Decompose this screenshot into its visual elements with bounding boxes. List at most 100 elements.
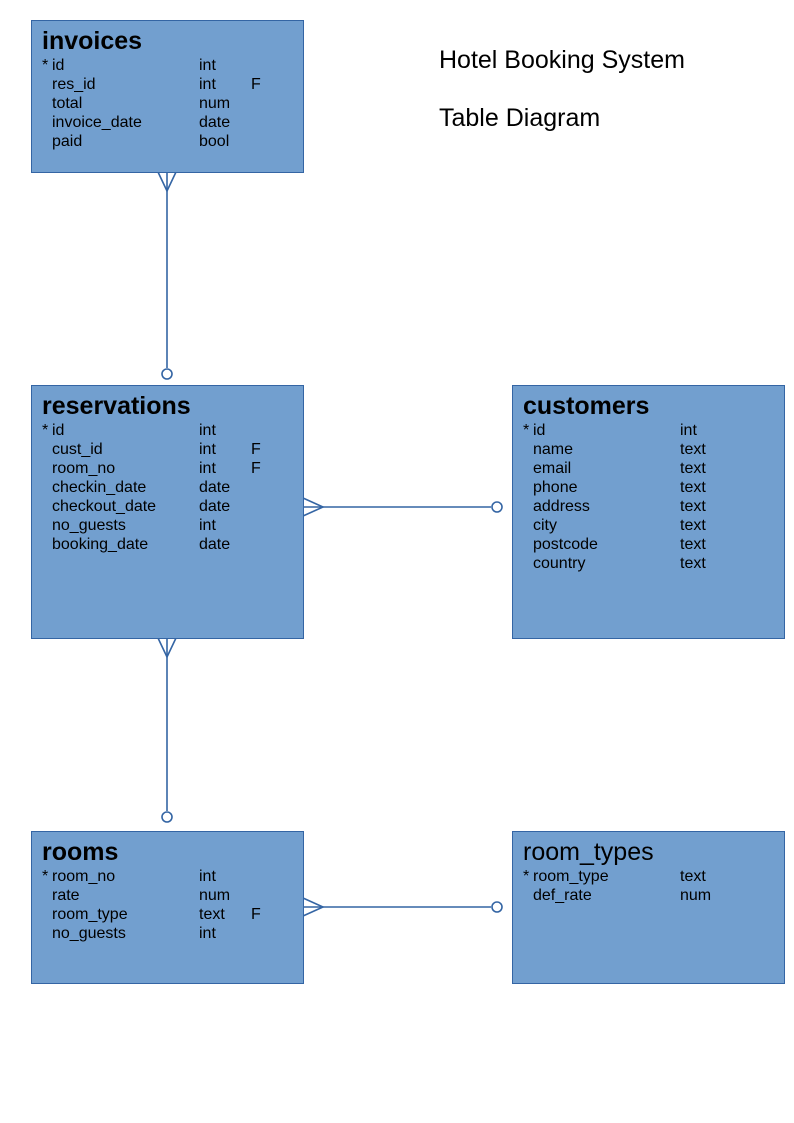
field-row: * room_type text xyxy=(523,867,763,886)
entity-title: reservations xyxy=(42,392,191,420)
entity-title: room_types xyxy=(523,838,654,866)
entity-title: customers xyxy=(523,392,650,420)
entity-title: rooms xyxy=(42,838,119,866)
field-type: int xyxy=(199,76,216,93)
field-type: int xyxy=(199,868,216,885)
field-row: total num xyxy=(42,94,282,113)
field-type: date xyxy=(199,114,231,131)
entity-customers[interactable]: customers * id int name text email text … xyxy=(512,385,785,639)
field-type: num xyxy=(199,95,231,112)
field-row: res_id int F xyxy=(42,75,282,94)
field-type: text xyxy=(199,906,225,923)
entity-rooms[interactable]: rooms * room_no int rate num room_type t… xyxy=(31,831,304,984)
field-type: bool xyxy=(199,133,230,150)
field-name: postcode xyxy=(533,536,598,553)
primary-key-marker: * xyxy=(42,868,49,885)
field-row: city text xyxy=(523,516,763,535)
field-type: int xyxy=(199,422,216,439)
field-row: invoice_date date xyxy=(42,113,282,132)
field-name: room_no xyxy=(52,460,116,477)
field-row: def_rate num xyxy=(523,886,763,905)
zero-or-one-marker xyxy=(491,901,503,913)
foreign-key-marker: F xyxy=(251,441,261,458)
field-type: num xyxy=(199,887,231,904)
field-row: cust_id int F xyxy=(42,440,282,459)
field-name: id xyxy=(533,422,546,439)
field-row: booking_date date xyxy=(42,535,282,554)
field-row: rate num xyxy=(42,886,282,905)
field-name: id xyxy=(52,57,65,74)
field-type: date xyxy=(199,479,231,496)
primary-key-marker: * xyxy=(523,422,530,439)
field-name: cust_id xyxy=(52,441,103,458)
field-type: int xyxy=(199,460,216,477)
field-type: text xyxy=(680,555,706,572)
field-name: res_id xyxy=(52,76,96,93)
field-name: name xyxy=(533,441,574,458)
field-type: int xyxy=(199,517,216,534)
field-row: room_type text F xyxy=(42,905,282,924)
field-type: date xyxy=(199,498,231,515)
field-row: checkout_date date xyxy=(42,497,282,516)
zero-or-one-marker xyxy=(161,811,173,823)
field-row: * id int xyxy=(42,421,282,440)
primary-key-marker: * xyxy=(42,422,49,439)
field-type: text xyxy=(680,498,706,515)
field-name: id xyxy=(52,422,65,439)
crows-foot-many xyxy=(157,171,177,193)
relationship-rooms-room-types xyxy=(302,897,503,917)
field-row: * id int xyxy=(523,421,763,440)
field-type: text xyxy=(680,460,706,477)
field-name: invoice_date xyxy=(52,114,142,131)
field-name: checkout_date xyxy=(52,498,157,515)
field-row: no_guests int xyxy=(42,516,282,535)
field-type: int xyxy=(199,441,216,458)
foreign-key-marker: F xyxy=(251,76,261,93)
field-row: country text xyxy=(523,554,763,573)
relationship-reservations-customers xyxy=(302,497,503,517)
field-name: country xyxy=(533,555,586,572)
field-name: booking_date xyxy=(52,536,149,553)
field-name: checkin_date xyxy=(52,479,147,496)
diagram-title: Hotel Booking System xyxy=(439,46,685,74)
field-type: int xyxy=(199,57,216,74)
field-row: * room_no int xyxy=(42,867,282,886)
field-name: rate xyxy=(52,887,80,904)
field-type: num xyxy=(680,887,712,904)
field-name: paid xyxy=(52,133,83,150)
field-type: text xyxy=(680,536,706,553)
field-name: phone xyxy=(533,479,578,496)
primary-key-marker: * xyxy=(523,868,530,885)
field-name: city xyxy=(533,517,557,534)
field-type: text xyxy=(680,479,706,496)
field-row: postcode text xyxy=(523,535,763,554)
field-type: text xyxy=(680,868,706,885)
field-row: name text xyxy=(523,440,763,459)
foreign-key-marker: F xyxy=(251,906,261,923)
relationship-reservations-rooms xyxy=(157,637,177,823)
field-row: * id int xyxy=(42,56,282,75)
crows-foot-many xyxy=(302,897,325,917)
field-name: email xyxy=(533,460,572,477)
entity-room-types[interactable]: room_types * room_type text def_rate num xyxy=(512,831,785,984)
crows-foot-many xyxy=(157,637,177,659)
field-name: address xyxy=(533,498,590,515)
field-row: checkin_date date xyxy=(42,478,282,497)
field-type: int xyxy=(680,422,697,439)
field-row: paid bool xyxy=(42,132,282,151)
primary-key-marker: * xyxy=(42,57,49,74)
entity-title: invoices xyxy=(42,27,143,55)
field-name: room_type xyxy=(52,906,128,923)
field-row: address text xyxy=(523,497,763,516)
field-type: text xyxy=(680,517,706,534)
field-type: text xyxy=(680,441,706,458)
field-name: def_rate xyxy=(533,887,592,904)
field-type: int xyxy=(199,925,216,942)
entity-invoices[interactable]: invoices * id int res_id int F total num… xyxy=(31,20,304,173)
field-name: total xyxy=(52,95,83,112)
entity-reservations[interactable]: reservations * id int cust_id int F room… xyxy=(31,385,304,639)
field-name: room_no xyxy=(52,868,116,885)
zero-or-one-marker xyxy=(491,501,503,513)
foreign-key-marker: F xyxy=(251,460,261,477)
